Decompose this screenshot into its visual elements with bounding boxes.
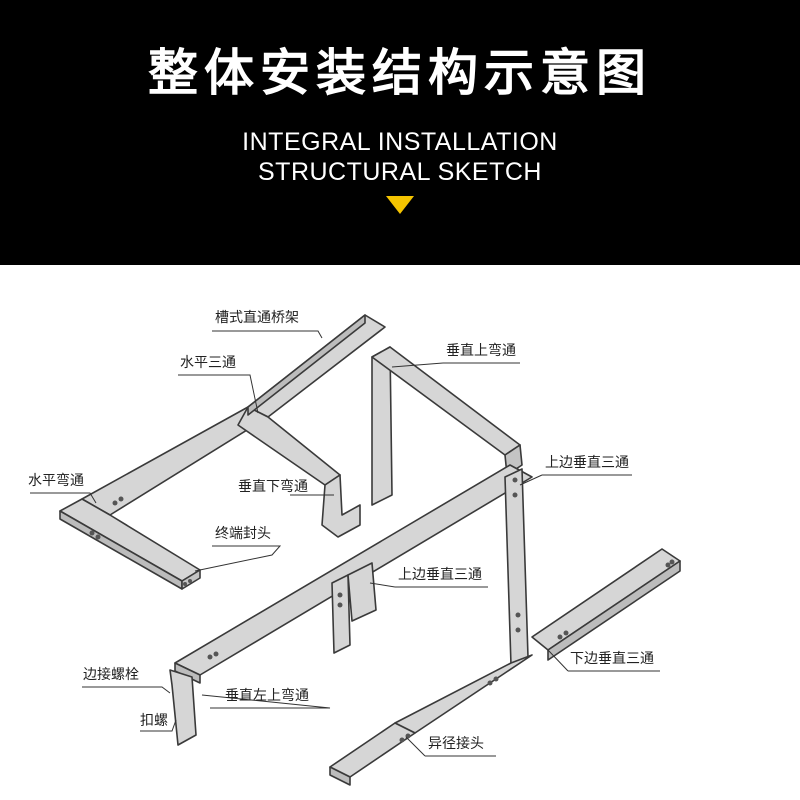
leader-lines — [30, 330, 660, 757]
vertical-down-bend — [321, 474, 361, 538]
upper-straight-tray — [247, 314, 386, 418]
page-title: 整体安装结构示意图 — [148, 44, 652, 102]
reducer-section-side — [329, 766, 351, 786]
support-leg — [331, 574, 351, 654]
page-subtitle-line-2: STRUCTURAL SKETCH — [258, 158, 542, 186]
label-clip-nut: 扣螺 — [140, 713, 168, 729]
reducer-section — [329, 722, 416, 778]
label-reducer-joint: 异径接头 — [428, 736, 484, 752]
upper-straight-tray-side — [247, 314, 366, 416]
lower-right-tray-side — [547, 560, 681, 661]
label-upper-vertical-tee-1: 上边垂直三通 — [545, 455, 629, 471]
branch-to-drop — [237, 406, 341, 486]
upper-tray-assembly — [59, 314, 523, 590]
main-diagonal-tray-side — [174, 662, 201, 684]
label-upper-vertical-tee-2: 上边垂直三通 — [398, 567, 482, 583]
label-vertical-down-bend: 垂直下弯通 — [238, 479, 308, 495]
lower-main-tray — [394, 654, 533, 734]
upper-vertical-tee-mid — [347, 562, 377, 622]
lower-right-tray — [531, 548, 681, 651]
label-horizontal-bend: 水平弯通 — [28, 473, 84, 489]
right-vertical-riser — [504, 468, 529, 666]
label-horizontal-tee: 水平三通 — [180, 355, 236, 371]
vertical-up-bend-post — [371, 346, 393, 506]
main-tray-run — [169, 464, 681, 786]
bolt-holes — [89, 477, 675, 743]
label-vertical-up-bend: 垂直上弯通 — [446, 343, 516, 359]
label-end-cap: 终端封头 — [215, 526, 271, 542]
tray-structure-diagram — [30, 314, 681, 786]
label-straight-tray: 槽式直通桥架 — [215, 310, 299, 326]
upper-front-arm — [59, 498, 201, 582]
vertical-left-up-bend — [169, 669, 197, 746]
header-banner: 整体安装结构示意图 INTEGRAL INSTALLATION STRUCTUR… — [0, 0, 800, 265]
page-subtitle-line-1: INTEGRAL INSTALLATION — [242, 128, 558, 156]
down-arrow-icon — [386, 196, 414, 214]
label-lower-vertical-tee: 下边垂直三通 — [570, 651, 654, 667]
label-vertical-left-up-bend: 垂直左上弯通 — [225, 688, 309, 704]
label-edge-bolt: 边接螺栓 — [83, 667, 139, 683]
